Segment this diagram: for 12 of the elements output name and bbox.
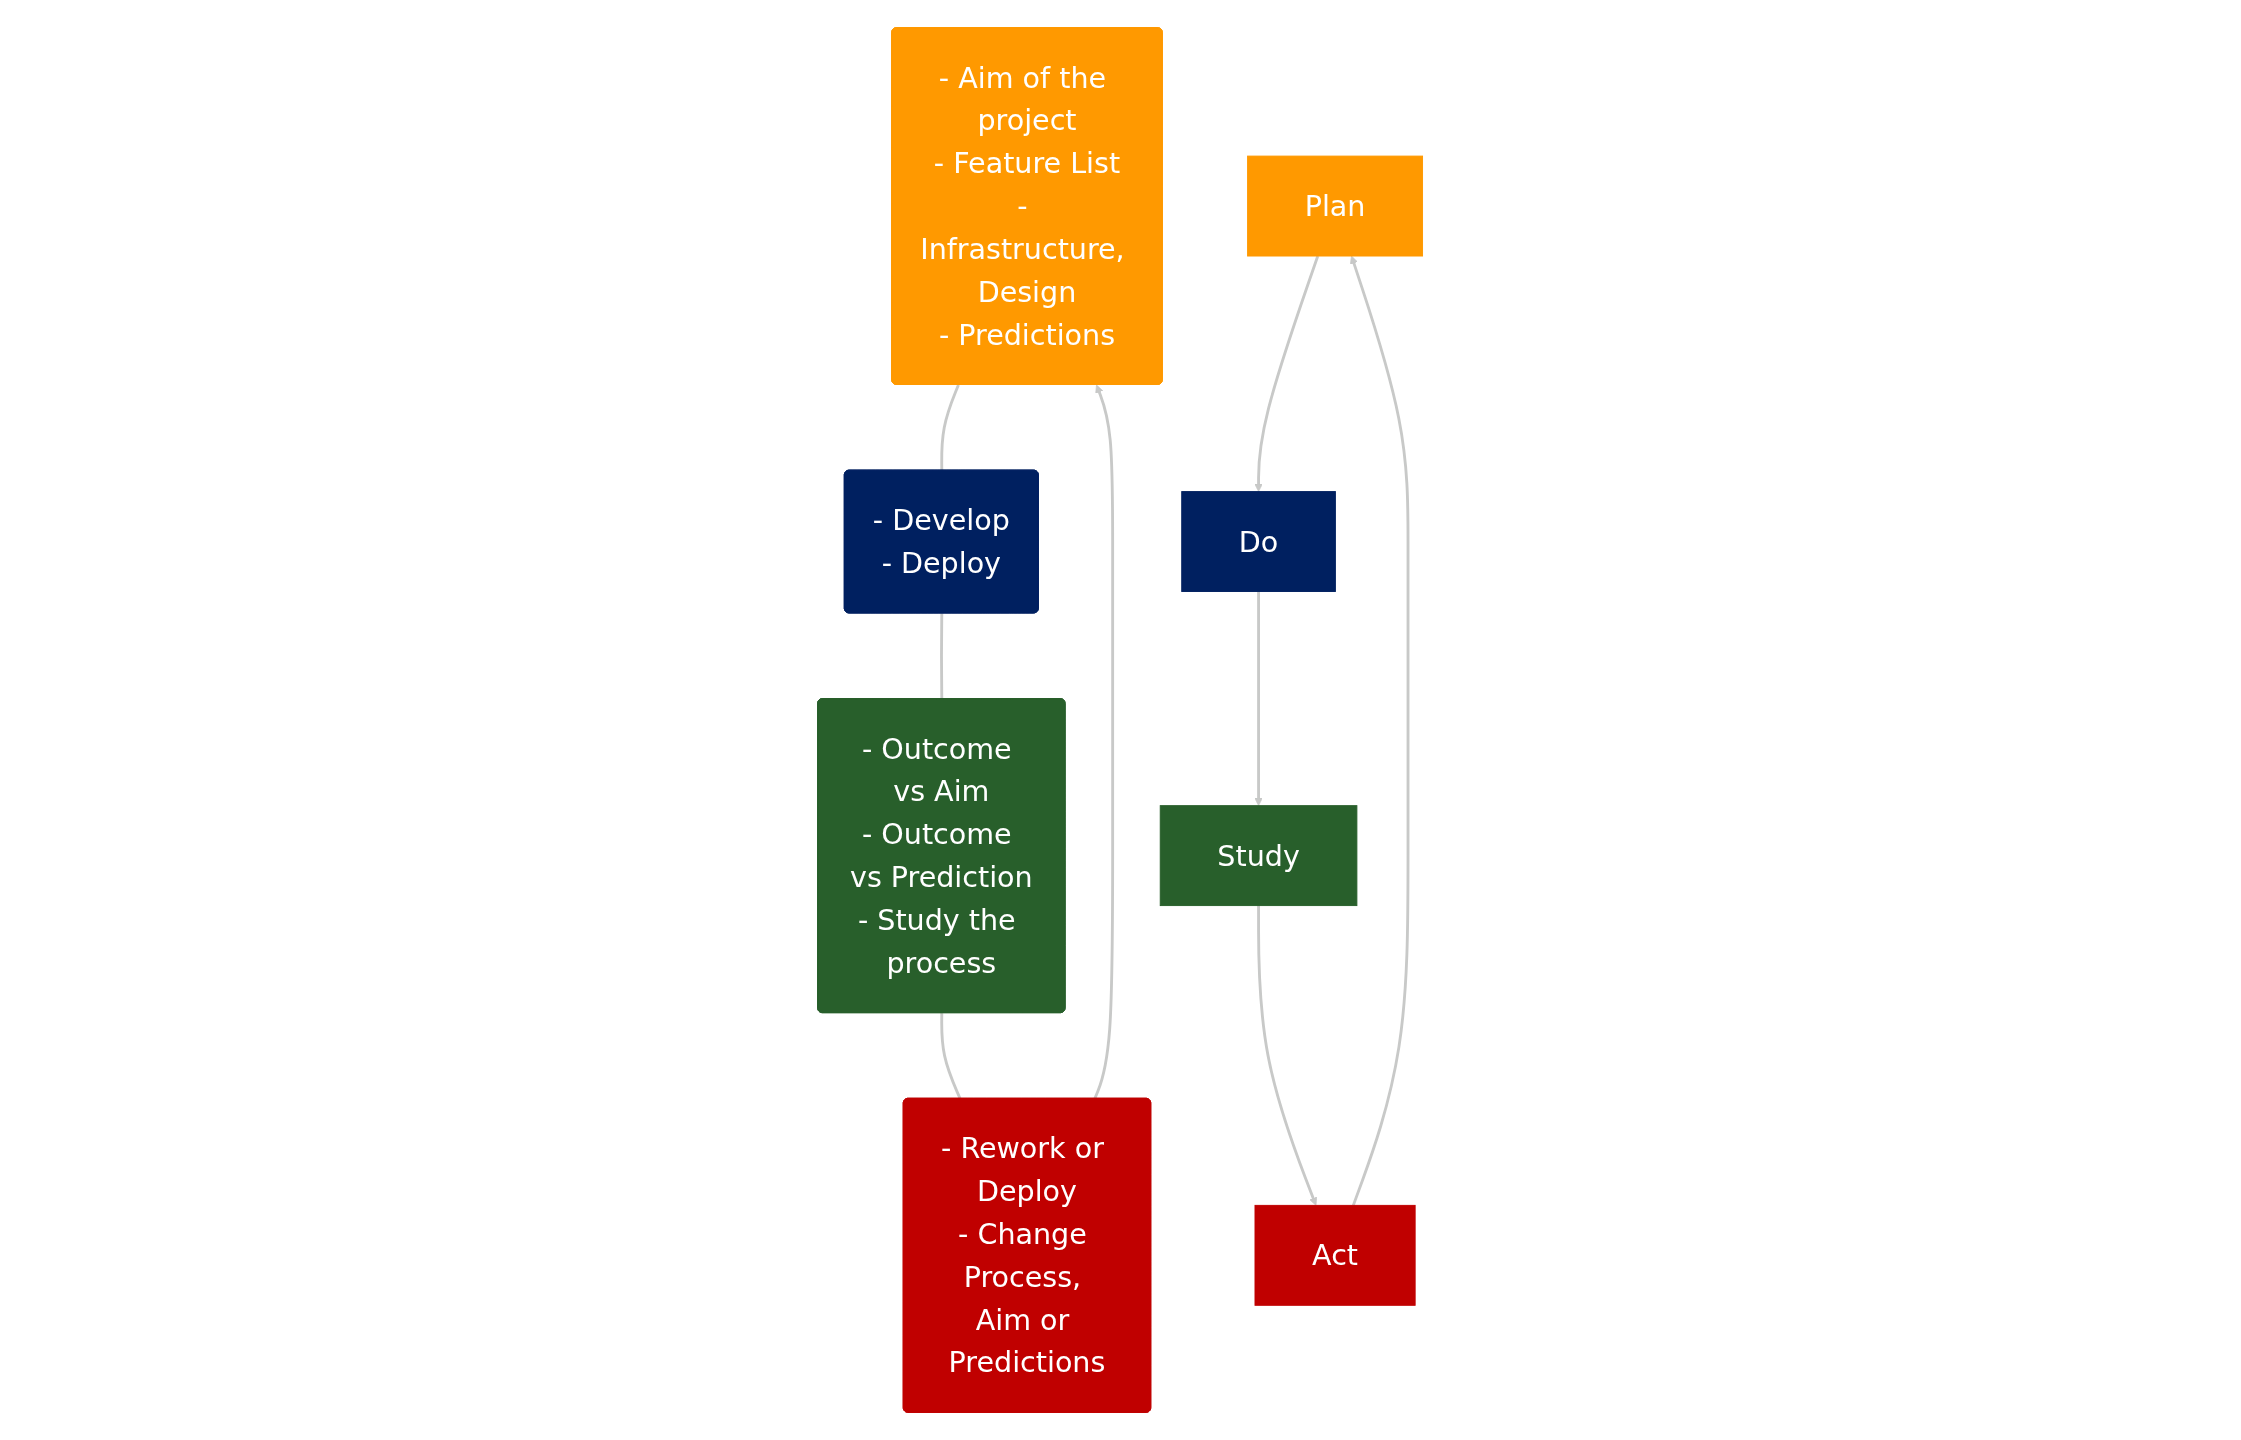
connector [940,384,961,471]
arrow [1350,255,1410,1206]
arrow [1254,591,1264,807]
node-box: Plan [1247,155,1424,257]
arrow [1257,905,1318,1206]
connector [940,1013,962,1100]
node-box: Do [1181,491,1337,592]
node-box: Act [1254,1204,1417,1306]
arrow [1093,384,1115,1100]
arrow [1254,255,1320,492]
node-box: Study [1160,805,1358,907]
connector [940,613,944,700]
